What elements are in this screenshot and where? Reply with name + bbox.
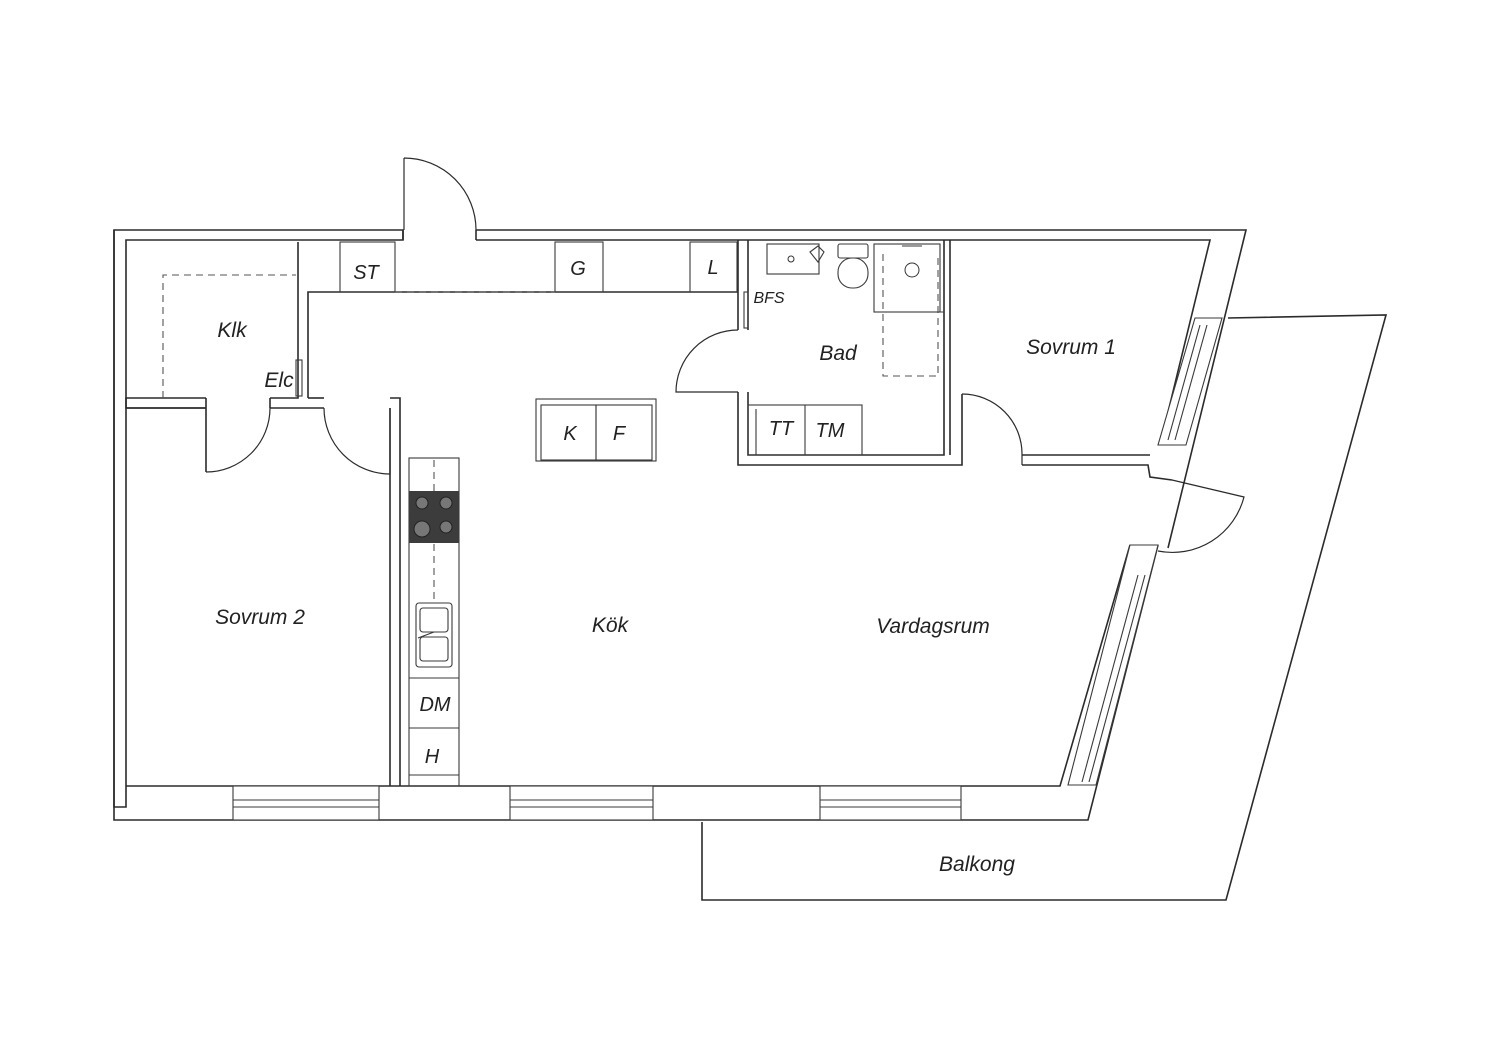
room-label-balkong: Balkong: [939, 853, 1015, 876]
bathroom-fixtures: [747, 243, 944, 456]
kitchen-counter: [408, 457, 460, 787]
windows: [232, 317, 1223, 821]
shower: [873, 243, 941, 313]
fixture-label-k: K: [563, 423, 578, 445]
fixture-label-dm: DM: [419, 694, 450, 716]
room-label-sovrum-2: Sovrum 2: [215, 606, 305, 629]
interior-walls: [125, 240, 1173, 786]
fixture-label-tm: TM: [816, 420, 845, 442]
room-label-elc: Elc: [264, 369, 294, 392]
fixture-label-l: L: [707, 257, 718, 279]
doors: [205, 157, 1245, 554]
fixture-label-g: G: [570, 258, 586, 280]
room-label-kok: Kök: [592, 614, 630, 637]
kitchen-island: [535, 398, 657, 462]
room-label-sovrum-1: Sovrum 1: [1026, 336, 1116, 359]
toilet: [837, 243, 869, 259]
fixture-label-bfs: BFS: [753, 290, 784, 307]
fixture-label-tt: TT: [769, 418, 795, 440]
fixture-label-st: ST: [353, 262, 380, 284]
fixture-label-f: F: [613, 423, 627, 445]
room-labels: Klk Elc Sovrum 2 Kök Vardagsrum Bad Sovr…: [215, 319, 1116, 876]
fixture-labels: ST G L BFS K F TT TM DM H: [353, 257, 845, 768]
outer-walls: [113, 229, 1248, 821]
room-label-vardagsrum: Vardagsrum: [876, 615, 990, 638]
room-label-klk: Klk: [217, 319, 248, 342]
room-label-bad: Bad: [819, 342, 858, 365]
washbasin: [766, 243, 820, 275]
kitchen-sink: [415, 602, 453, 668]
fixture-label-h: H: [425, 746, 440, 768]
cabinets: [162, 241, 749, 398]
balcony: [701, 314, 1388, 901]
